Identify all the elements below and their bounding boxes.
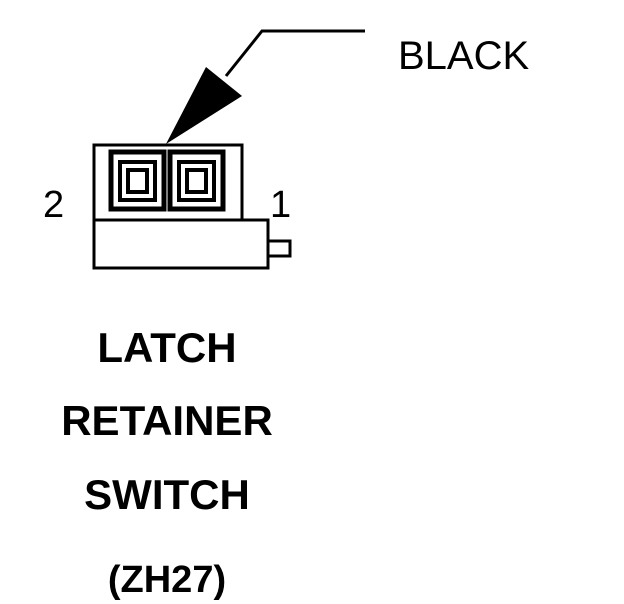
component-name-line-1: LATCH: [97, 324, 237, 371]
leader-arrowhead: [166, 67, 242, 144]
connector-housing-lower: [92, 218, 270, 270]
pin-1-label: 1: [270, 184, 292, 226]
component-name-line-3: SWITCH: [84, 471, 250, 518]
pin-2-cavity: [108, 149, 167, 212]
leader-line: [224, 29, 365, 77]
component-name-line-2: RETAINER: [61, 397, 273, 444]
pin-1-cavity: [167, 149, 226, 212]
connector-latch-tab: [266, 239, 292, 258]
component-code: (ZH27): [107, 559, 227, 601]
wire-color-label: BLACK: [398, 34, 530, 78]
pin-2-label: 2: [43, 184, 65, 226]
